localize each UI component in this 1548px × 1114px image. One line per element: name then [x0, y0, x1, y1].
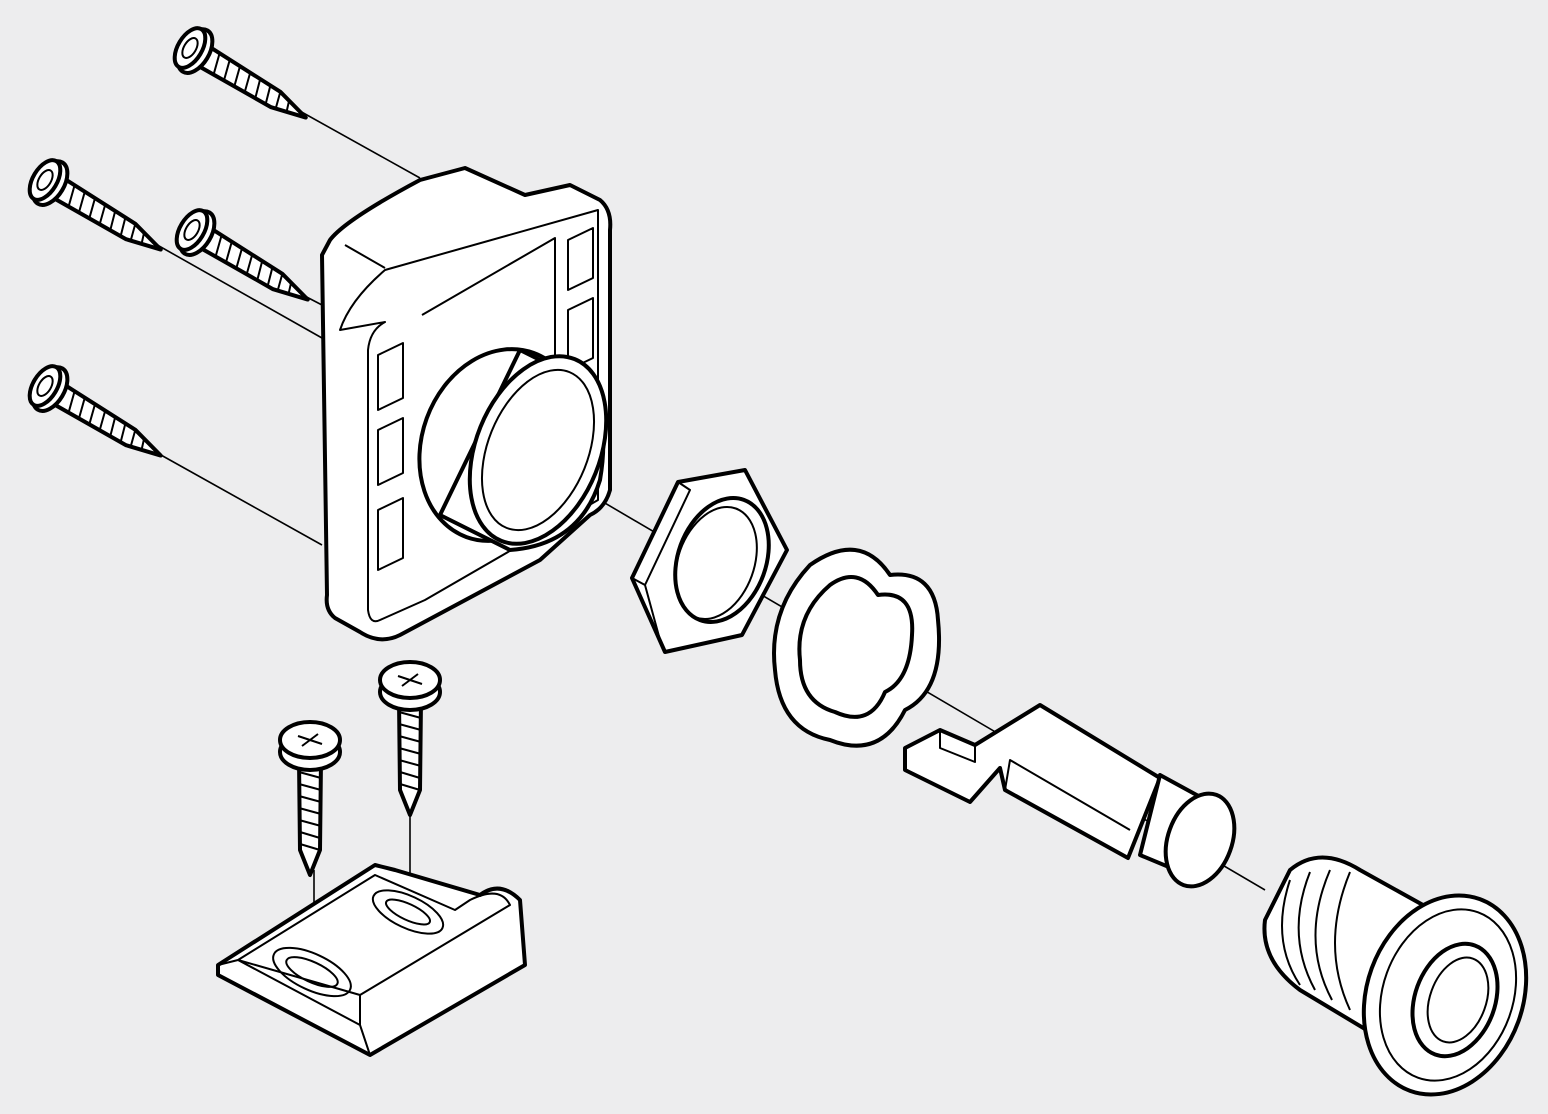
lock-cylinder	[1262, 855, 1529, 1097]
cam	[903, 703, 1237, 889]
wood-screw	[167, 201, 323, 323]
wood-screw	[20, 151, 176, 273]
axis-line	[297, 109, 421, 179]
axis-line	[151, 241, 323, 339]
lobed-washer	[772, 547, 941, 748]
pan-head-screw	[378, 660, 442, 817]
strike-plate	[216, 863, 527, 1057]
axis-line	[151, 449, 323, 546]
lock-housing	[320, 166, 613, 642]
pan-head-screw	[278, 720, 342, 877]
wood-screw	[165, 19, 321, 141]
hex-nut	[630, 468, 789, 654]
wood-screw	[20, 357, 176, 479]
